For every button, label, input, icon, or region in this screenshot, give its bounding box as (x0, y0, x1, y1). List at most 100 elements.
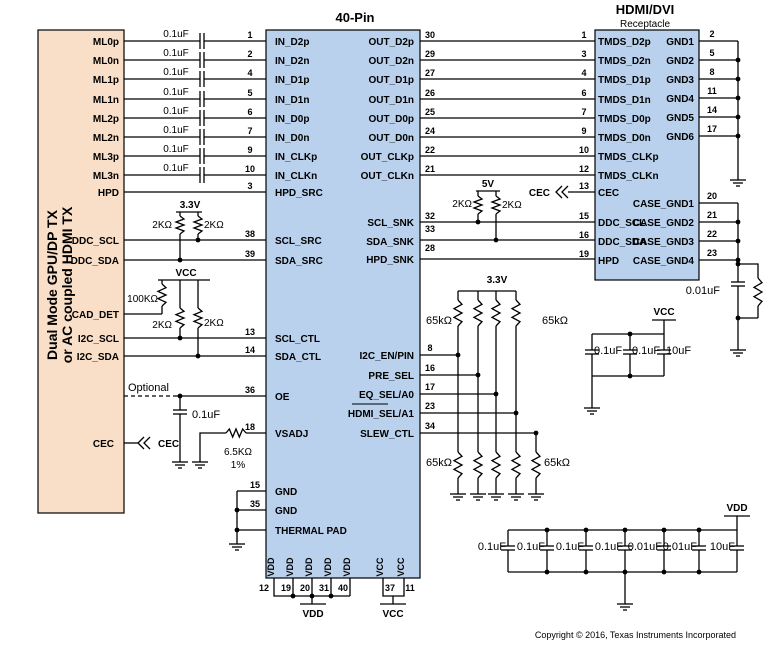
pin-number: 1 (247, 30, 252, 40)
pin-name: OUT_D0p (368, 114, 414, 125)
gpu-signal-label: DDC_SDA (71, 256, 119, 267)
cap-value: 0.1uF (163, 67, 189, 78)
cap-value: 0.1uF (594, 345, 622, 357)
pin-name: IN_D2p (275, 37, 309, 48)
junction-dot (622, 527, 628, 533)
pin-number: 20 (707, 191, 717, 201)
pin-name: GND4 (666, 94, 694, 105)
ic-title: 40-Pin (335, 10, 374, 25)
resistor-value: 2KΩ (204, 220, 224, 231)
pin-name: VCC (396, 557, 406, 577)
cap-value: 0.1uF (163, 163, 189, 174)
vdd-pin-bus (273, 578, 350, 597)
pin-number: 39 (245, 249, 255, 259)
pin-name: SDA_SNK (366, 237, 415, 248)
junction-dot (475, 219, 481, 225)
junction-dot (627, 373, 633, 379)
pin-number: 23 (425, 401, 435, 411)
pin-number: 16 (425, 363, 435, 373)
junction-dot (290, 593, 296, 599)
pin-number: 15 (579, 211, 589, 221)
pin-number: 28 (425, 243, 435, 253)
pin-name: GND1 (666, 37, 694, 48)
pin-name: TMDS_D1p (598, 75, 651, 86)
pin-name: CASE_GND4 (633, 256, 695, 267)
pin-number: 1 (581, 30, 586, 40)
cec-arrow (143, 436, 151, 450)
pin-number: 22 (425, 145, 435, 155)
pin-number: 34 (425, 421, 435, 431)
gpu-signal-label: I2C_SCL (78, 334, 119, 345)
resistor-tolerance: 1% (231, 460, 246, 471)
pin-name: TMDS_D2n (598, 56, 651, 67)
cap-value: 0.1uF (595, 541, 623, 553)
gpu-signal-label: I2C_SDA (77, 352, 119, 363)
cap-value: 0.1uF (632, 345, 660, 357)
junction-dot (735, 76, 741, 82)
cap-value: 0.1uF (163, 48, 189, 59)
junction-dot (735, 133, 741, 139)
pin-name: VDD (304, 557, 314, 577)
pin-name: OUT_D1n (368, 95, 414, 106)
cap-value: 0.1uF (192, 409, 220, 421)
junction-dot (475, 372, 481, 378)
resistor-value: 65kΩ (544, 457, 570, 469)
pin-name: OE (275, 392, 290, 403)
pin-number: 3 (581, 49, 586, 59)
gpu-block (37, 29, 125, 514)
supply-label: 5V (482, 179, 495, 190)
pin-number: 8 (427, 343, 432, 353)
junction-dot (696, 527, 702, 533)
resistor-value: 6.5KΩ (224, 447, 253, 458)
pin-name: SDA_CTL (275, 352, 321, 363)
hdmi-subtitle: Receptacle (620, 19, 670, 30)
junction-dot (195, 353, 201, 359)
junction-dot (328, 593, 334, 599)
pin-number: 19 (281, 583, 291, 593)
resistor-value: 2KΩ (204, 318, 224, 329)
junction-dot (627, 331, 633, 337)
supply-label: VCC (653, 307, 674, 318)
vsadj-resistor (225, 427, 247, 439)
cap-value: 0.1uF (163, 29, 189, 40)
cap-value: 0.01uF (663, 541, 698, 553)
cap-value: 0.01uF (628, 541, 663, 553)
pullup-resistor (174, 307, 186, 329)
junction-dot (533, 430, 539, 436)
cec-label: CEC (158, 439, 179, 450)
copyright-text: Copyright © 2016, Texas Instruments Inco… (535, 630, 736, 640)
resistor-value: 100KΩ (127, 294, 158, 305)
pin-name: GND5 (666, 113, 694, 124)
pin-name: VDD (323, 557, 333, 577)
optional-label: Optional (128, 382, 169, 394)
resistor-value: 2KΩ (152, 320, 172, 331)
gpu-label: or AC coupled HDMI TX (59, 206, 75, 363)
gpu-signal-label: DDC_SCL (72, 236, 119, 247)
pin-number: 38 (245, 229, 255, 239)
gpu-signal-label: ML3n (93, 171, 119, 182)
cec-arrow (561, 185, 569, 199)
pin-number: 31 (319, 583, 329, 593)
case-resistor (752, 277, 764, 307)
gpu-signal-label: ML1p (93, 75, 119, 86)
pin-number: 21 (425, 164, 435, 174)
hdmi-receptacle (594, 29, 700, 281)
pin-number: 18 (245, 422, 255, 432)
pullup-resistor (490, 195, 502, 215)
pin-number: 4 (247, 68, 252, 78)
pin-name: HPD (598, 256, 619, 267)
pin-name: HPD_SNK (366, 255, 415, 266)
strap-pulldown-resistor (452, 451, 464, 479)
junction-dot (513, 410, 519, 416)
pin-name: CASE_GND1 (633, 199, 695, 210)
gpu-signal-label: ML2n (93, 133, 119, 144)
resistor-value: 2KΩ (152, 220, 172, 231)
junction-dot (493, 237, 499, 243)
strap-pulldown-resistor (510, 451, 522, 479)
pin-name: SLEW_CTL (360, 429, 414, 440)
pin-name: VDD (342, 557, 352, 577)
pin-number: 32 (425, 211, 435, 221)
pin-number: 4 (581, 68, 586, 78)
pin-name: SCL_CTL (275, 334, 320, 345)
pin-number: 25 (425, 107, 435, 117)
